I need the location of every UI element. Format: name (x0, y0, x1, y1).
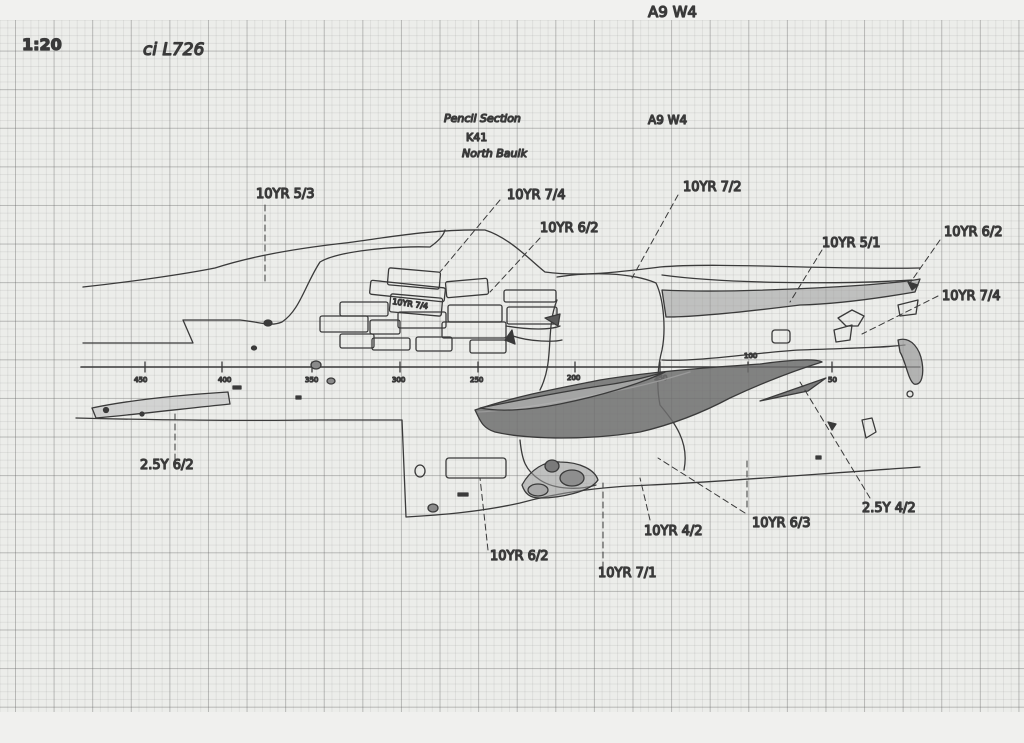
tick-label-100: 100 (744, 352, 757, 360)
label-10yr-7-2: 10YR 7/2 (683, 180, 742, 195)
context-code: ci L726 (143, 40, 205, 60)
label-10yr-6-3: 10YR 6/3 (752, 516, 811, 531)
right-lower-boundary (661, 344, 906, 361)
tick-label-250: 250 (470, 376, 483, 384)
title-site-code: A9 W4 (648, 113, 687, 127)
munsell-labels: 10YR 5/3 10YR 7/4 10YR 6/2 10YR 7/2 10YR… (139, 179, 1003, 581)
tick-label-350: 350 (305, 376, 318, 384)
scale-label: 1:20 (22, 35, 62, 54)
tick-label-200: 200 (567, 374, 580, 382)
ground-surface-line (82, 229, 921, 288)
pit-fill-2-5y-4-2 (474, 359, 823, 439)
title-line-1: Pencil Section (444, 112, 521, 125)
label-10yr-6-2-bottom: 10YR 6/2 (490, 549, 549, 564)
label-10yr-7-4-right: 10YR 7/4 (942, 289, 1001, 304)
stone-left-lower (91, 391, 231, 419)
sheet-top-edge (0, 0, 1024, 20)
tick-label-50: 50 (828, 376, 837, 384)
leader-lines (174, 194, 941, 569)
layer-10yr-5-3-boundary (82, 229, 446, 344)
pit-fill-lighter (479, 371, 666, 411)
right-wedge (759, 377, 827, 402)
small-finds (232, 281, 924, 513)
tick-label-300: 300 (392, 376, 405, 384)
label-10yr-7-1: 10YR 7/1 (598, 566, 657, 581)
label-10yr-6-2-top: 10YR 6/2 (540, 221, 599, 236)
label-10yr-6-2-right: 10YR 6/2 (944, 225, 1003, 240)
sheet-bottom-edge (0, 712, 1024, 743)
title-line-2: K41 (466, 131, 487, 144)
tick-label-400: 400 (218, 376, 231, 384)
label-10yr-7-4-top: 10YR 7/4 (507, 188, 566, 203)
rubble-cluster (521, 459, 599, 499)
lower-section-outline (75, 417, 921, 518)
label-10yr-4-2: 10YR 4/2 (644, 524, 703, 539)
pit-right-boundary (539, 299, 558, 391)
label-2-5y-6-2: 2.5Y 6/2 (140, 458, 194, 473)
title-line-3: North Baulk (462, 147, 528, 160)
label-2-5y-4-2: 2.5Y 4/2 (862, 501, 916, 516)
stone-right-elongated (897, 338, 924, 385)
label-10yr-5-1: 10YR 5/1 (822, 236, 881, 251)
label-10yr-5-3: 10YR 5/3 (256, 187, 315, 202)
stone-wall-upper (319, 267, 563, 354)
sheet-header-code: A9 W4 (648, 3, 697, 21)
layer-10yr-5-1-band (661, 278, 921, 318)
tick-label-450: 450 (134, 376, 147, 384)
